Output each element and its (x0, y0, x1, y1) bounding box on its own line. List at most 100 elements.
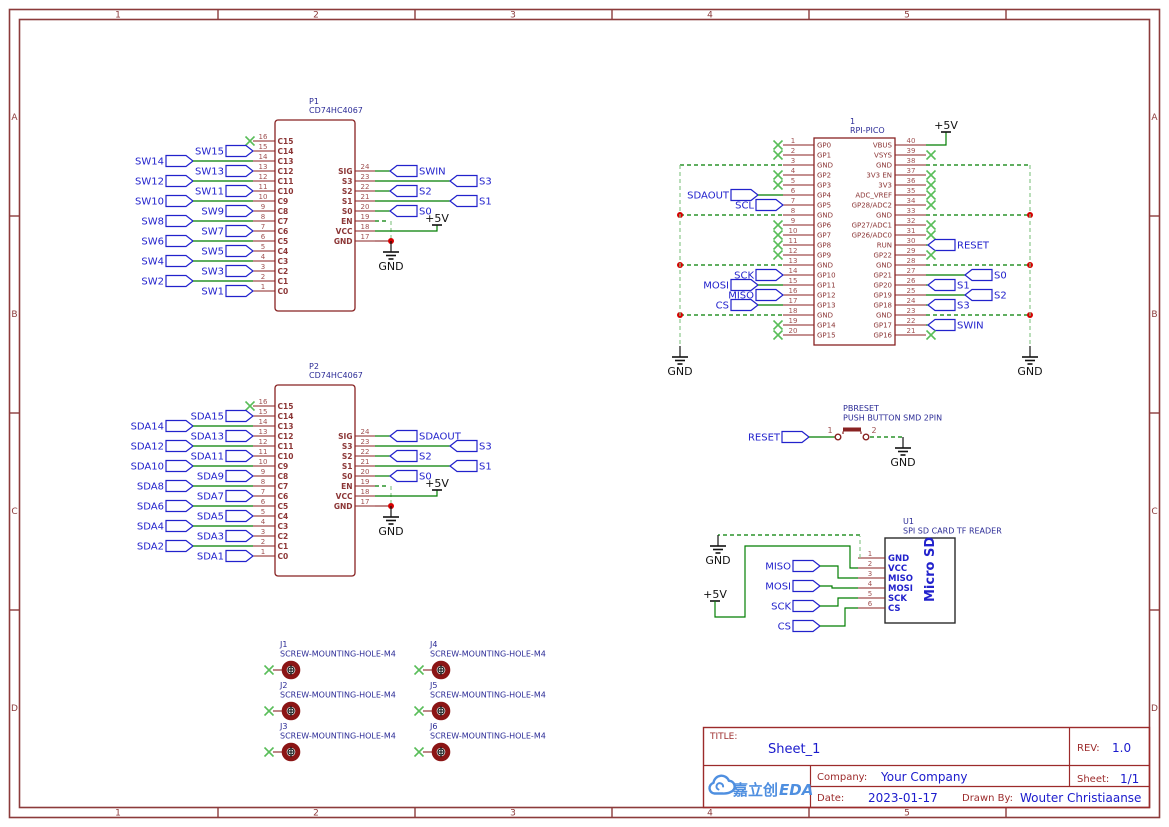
chip-body-p2[interactable] (274, 384, 356, 577)
sheet-title[interactable]: Sheet_1 (768, 742, 820, 757)
net-flag[interactable] (225, 284, 254, 298)
wire[interactable] (820, 585, 858, 589)
net-label[interactable]: CS (778, 622, 791, 633)
component-part[interactable]: SCREW-MOUNTING-HOLE-M4 (280, 732, 396, 741)
net-flag[interactable] (165, 254, 194, 268)
net-flag[interactable] (449, 439, 478, 453)
net-label[interactable]: S3 (479, 442, 492, 453)
net-flag[interactable] (730, 188, 759, 202)
net-label[interactable]: SDA7 (197, 492, 224, 503)
net-label[interactable]: RESET (748, 433, 781, 444)
net-label[interactable]: SDA2 (137, 542, 164, 553)
net-label[interactable]: SCL (735, 201, 754, 212)
net-label[interactable]: SDAOUT (687, 191, 730, 202)
component-ref[interactable]: J6 (429, 722, 437, 731)
component-part[interactable]: SCREW-MOUNTING-HOLE-M4 (430, 732, 546, 741)
net-label[interactable]: S1 (479, 197, 492, 208)
net-flag[interactable] (730, 298, 759, 312)
chip-body-pico[interactable] (813, 137, 896, 346)
net-flag[interactable] (165, 174, 194, 188)
wire[interactable] (820, 565, 858, 579)
net-flag[interactable] (165, 214, 194, 228)
net-label[interactable]: SW4 (141, 257, 164, 268)
net-flag[interactable] (964, 288, 993, 302)
net-flag[interactable] (389, 164, 418, 178)
component-ref[interactable]: P1 (309, 97, 319, 106)
net-label[interactable]: S3 (479, 177, 492, 188)
net-label[interactable]: SW11 (195, 187, 224, 198)
net-flag[interactable] (730, 278, 759, 292)
net-label[interactable]: SDA4 (137, 522, 164, 533)
wire[interactable] (375, 225, 438, 232)
net-flag[interactable] (225, 469, 254, 483)
net-label[interactable]: SWIN (419, 167, 446, 178)
net-label[interactable]: SW15 (195, 147, 224, 158)
net-label[interactable]: SCK (771, 602, 791, 613)
net-flag[interactable] (755, 198, 784, 212)
net-flag[interactable] (225, 449, 254, 463)
component-part[interactable]: SCREW-MOUNTING-HOLE-M4 (280, 650, 396, 659)
component-ref[interactable]: 1 (850, 117, 855, 126)
net-label[interactable]: CS (716, 301, 729, 312)
net-label[interactable]: SDA5 (197, 512, 224, 523)
component-ref[interactable]: J1 (279, 640, 287, 649)
component-ref[interactable]: J4 (429, 640, 437, 649)
net-flag[interactable] (792, 619, 821, 633)
net-label[interactable]: S0 (994, 271, 1007, 282)
net-flag[interactable] (165, 539, 194, 553)
net-label[interactable]: SDA1 (197, 552, 224, 563)
net-label[interactable]: SDA10 (131, 462, 164, 473)
net-label[interactable]: SWIN (957, 321, 984, 332)
component-part[interactable]: SCREW-MOUNTING-HOLE-M4 (430, 691, 546, 700)
net-label[interactable]: S2 (419, 187, 432, 198)
net-flag[interactable] (225, 509, 254, 523)
component-ref[interactable]: U1 (903, 517, 914, 526)
component-part[interactable]: CD74HC4067 (309, 371, 363, 380)
wire[interactable] (820, 607, 858, 627)
net-flag[interactable] (389, 429, 418, 443)
wire[interactable] (820, 597, 858, 607)
net-label[interactable]: MISO (728, 291, 754, 302)
net-flag[interactable] (165, 479, 194, 493)
wire[interactable] (714, 545, 858, 618)
company-value[interactable]: Your Company (880, 770, 968, 784)
net-flag[interactable] (781, 430, 810, 444)
net-flag[interactable] (225, 409, 254, 423)
net-flag[interactable] (449, 459, 478, 473)
net-label[interactable]: SW2 (141, 277, 164, 288)
net-label[interactable]: SDA11 (191, 452, 224, 463)
button-actuator[interactable] (843, 427, 861, 432)
wire[interactable] (375, 490, 438, 497)
rev-value[interactable]: 1.0 (1112, 741, 1131, 755)
net-flag[interactable] (225, 144, 254, 158)
net-flag[interactable] (389, 184, 418, 198)
net-flag[interactable] (389, 449, 418, 463)
net-flag[interactable] (449, 174, 478, 188)
net-label[interactable]: S0 (419, 207, 432, 218)
net-flag[interactable] (165, 459, 194, 473)
net-flag[interactable] (165, 439, 194, 453)
net-label[interactable]: SW6 (141, 237, 164, 248)
net-flag[interactable] (225, 264, 254, 278)
net-label[interactable]: SDA15 (191, 412, 224, 423)
net-flag[interactable] (165, 154, 194, 168)
net-flag[interactable] (792, 559, 821, 573)
net-flag[interactable] (964, 268, 993, 282)
net-label[interactable]: SDA3 (197, 532, 224, 543)
net-flag[interactable] (792, 579, 821, 593)
net-label[interactable]: SW13 (195, 167, 224, 178)
net-label[interactable]: SDAOUT (419, 432, 462, 443)
chip-body-sdcard[interactable] (884, 537, 956, 624)
component-ref[interactable]: J2 (279, 681, 287, 690)
component-part[interactable]: RPI-PICO (850, 126, 885, 135)
net-label[interactable]: SW5 (201, 247, 224, 258)
button-pad[interactable] (834, 433, 842, 441)
net-flag[interactable] (225, 489, 254, 503)
net-flag[interactable] (449, 194, 478, 208)
net-flag[interactable] (165, 234, 194, 248)
net-label[interactable]: SW7 (201, 227, 224, 238)
component-part[interactable]: CD74HC4067 (309, 106, 363, 115)
net-label[interactable]: RESET (957, 241, 990, 252)
net-label[interactable]: SW8 (141, 217, 164, 228)
